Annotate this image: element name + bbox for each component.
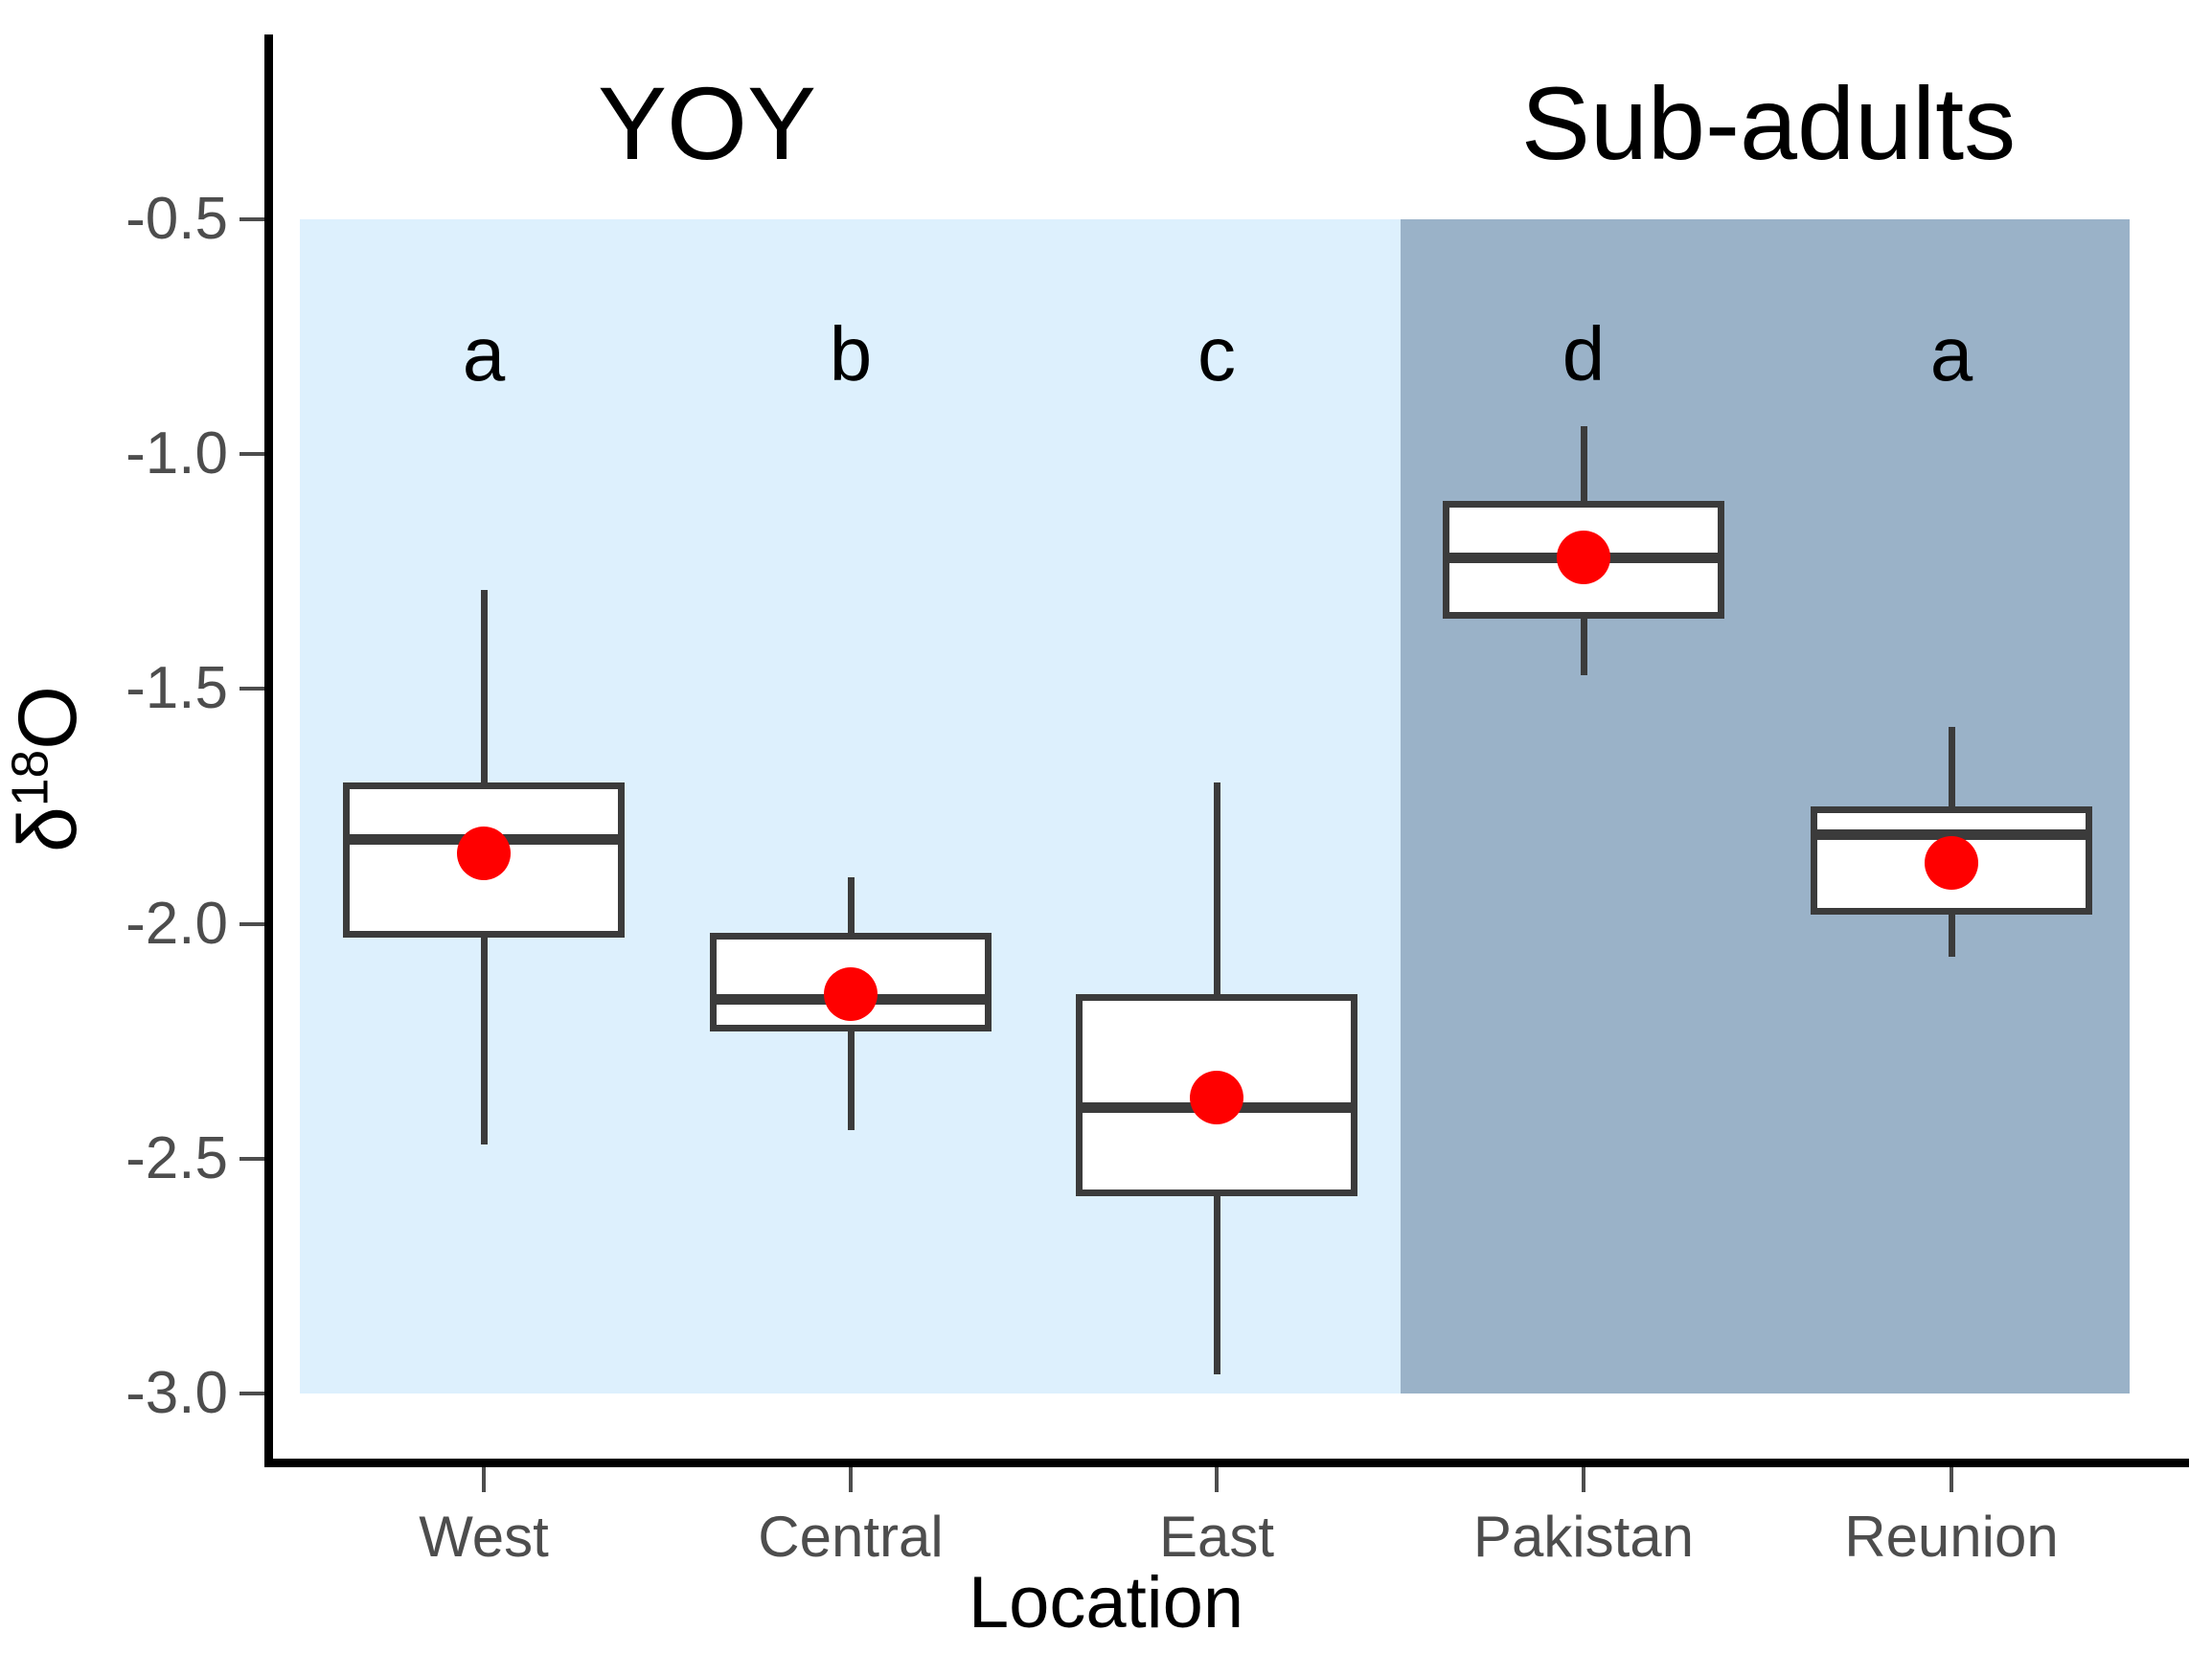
whisker-upper xyxy=(848,876,855,934)
whisker-upper xyxy=(1949,726,1955,806)
whisker-lower xyxy=(1214,1196,1220,1375)
whisker-upper xyxy=(1581,425,1587,502)
y-axis-title-element: O xyxy=(2,685,94,750)
y-tick-label: -2.5 xyxy=(125,1124,228,1191)
significance-letter-pakistan: d xyxy=(1562,311,1606,397)
significance-letter-east: c xyxy=(1197,311,1236,397)
y-tick-mark xyxy=(239,452,264,457)
x-tick-label-east: East xyxy=(1158,1505,1275,1569)
whisker-lower xyxy=(848,1031,855,1131)
y-tick-mark xyxy=(239,217,264,221)
mean-marker xyxy=(1925,835,1978,890)
x-axis-line xyxy=(264,1459,2189,1467)
x-tick-mark xyxy=(849,1467,853,1492)
mean-marker xyxy=(1190,1071,1243,1125)
x-tick-mark xyxy=(1582,1467,1585,1492)
whisker-upper xyxy=(481,590,488,783)
mean-marker xyxy=(1557,531,1610,585)
mean-marker xyxy=(824,967,878,1022)
y-tick-mark xyxy=(239,1392,264,1395)
whisker-upper xyxy=(1214,782,1220,995)
y-axis-title-delta: δ xyxy=(2,806,94,853)
x-tick-label-central: Central xyxy=(758,1505,944,1569)
y-tick-label: -1.5 xyxy=(125,655,228,722)
whisker-lower xyxy=(1581,618,1587,675)
significance-letter-west: a xyxy=(462,311,506,397)
y-axis-title-superscript: 18 xyxy=(2,749,59,807)
y-axis-title: δ18O xyxy=(2,568,94,970)
significance-letter-reunion: a xyxy=(1929,311,1973,397)
x-tick-label-west: West xyxy=(419,1505,549,1569)
y-tick-mark xyxy=(239,1156,264,1161)
x-axis-title: Location xyxy=(968,1562,1244,1643)
y-tick-label: -1.0 xyxy=(125,420,228,487)
x-tick-mark xyxy=(1950,1467,1953,1492)
y-tick-label: -3.0 xyxy=(125,1360,228,1426)
mean-marker xyxy=(457,827,511,881)
whisker-lower xyxy=(481,938,488,1145)
panel-title-sub-adults: Sub-adults xyxy=(1520,65,2017,181)
x-tick-mark xyxy=(1215,1467,1219,1492)
y-tick-mark xyxy=(239,921,264,926)
y-axis-line xyxy=(264,34,273,1466)
significance-letter-central: b xyxy=(829,311,873,397)
x-tick-label-pakistan: Pakistan xyxy=(1472,1505,1695,1569)
x-tick-mark xyxy=(482,1467,486,1492)
median-line xyxy=(1811,829,2092,841)
panel-title-yoy: YOY xyxy=(597,65,817,181)
y-tick-label: -2.0 xyxy=(125,890,228,957)
x-tick-label-reunion: Reunion xyxy=(1844,1505,2059,1569)
whisker-lower xyxy=(1949,914,1955,957)
y-tick-mark xyxy=(239,687,264,691)
y-tick-label: -0.5 xyxy=(125,186,228,252)
